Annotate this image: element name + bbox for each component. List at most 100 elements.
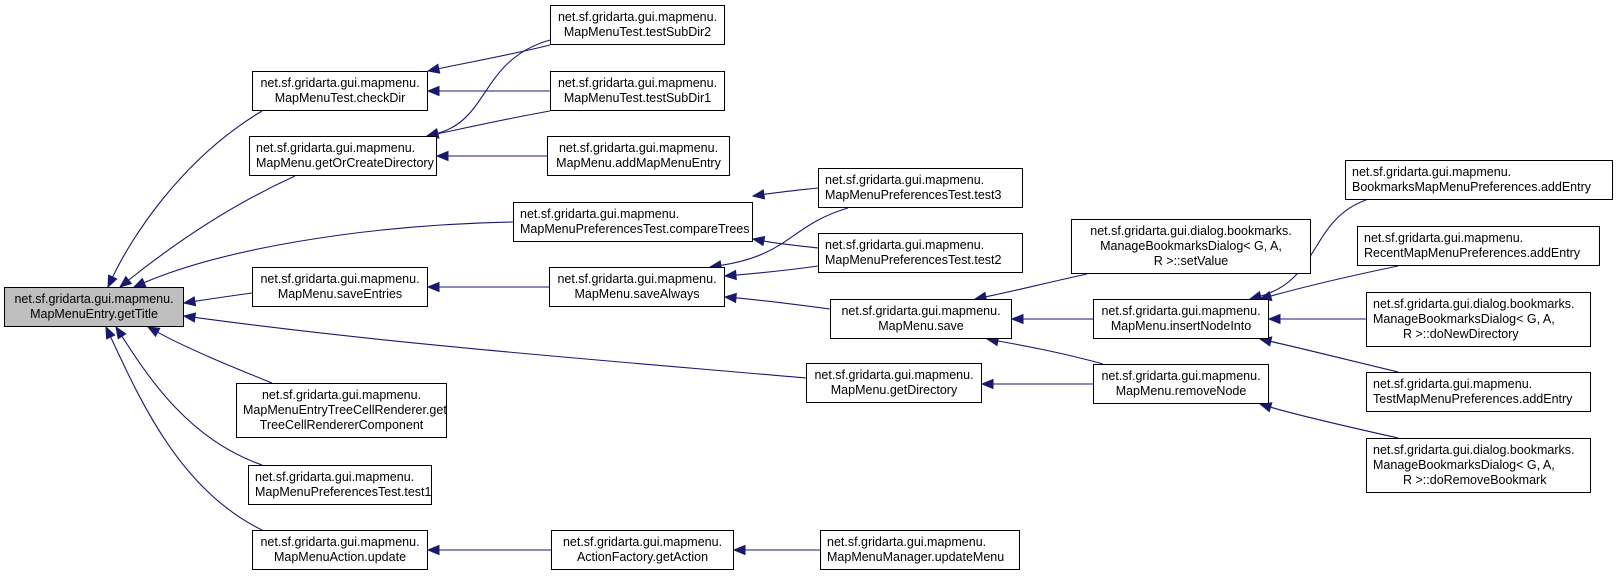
arrowhead-icon: [115, 325, 127, 340]
node-check-dir[interactable]: net.sf.gridarta.gui.mapmenu.MapMenuTest.…: [252, 71, 428, 111]
arrowhead-icon: [107, 274, 118, 289]
node-get-directory[interactable]: net.sf.gridarta.gui.mapmenu.MapMenu.getD…: [806, 363, 982, 403]
node-label-line: net.sf.gridarta.gui.mapmenu.: [260, 535, 420, 549]
arrowhead-icon: [723, 269, 737, 281]
node-label-line: net.sf.gridarta.gui.mapmenu.: [1101, 304, 1261, 318]
node-label-line: net.sf.gridarta.gui.mapmenu.: [562, 535, 723, 549]
edge-setValue-to-save: [984, 273, 1088, 298]
node-save-always[interactable]: net.sf.gridarta.gui.mapmenu.MapMenu.save…: [549, 267, 725, 307]
node-label-line: MapMenu.saveAlways: [574, 287, 700, 301]
edge-test3-to-saveAlways: [719, 207, 849, 267]
edge-getDirectory-to-getTitle: [193, 316, 807, 379]
node-label-line: MapMenuPreferencesTest.test3: [825, 188, 1002, 202]
node-label-line: MapMenu.insertNodeInto: [1110, 319, 1252, 333]
node-label-line: MapMenuAction.update: [273, 550, 407, 564]
node-recent-add-entry[interactable]: net.sf.gridarta.gui.mapmenu.RecentMapMen…: [1357, 226, 1600, 266]
node-label-line: TestMapMenuPreferences.addEntry: [1373, 392, 1573, 406]
node-label-line: net.sf.gridarta.gui.mapmenu.: [520, 207, 680, 221]
edge-test1-to-getTitle: [120, 335, 263, 466]
node-action-update[interactable]: net.sf.gridarta.gui.mapmenu.MapMenuActio…: [252, 530, 428, 570]
node-do-remove-bookmark[interactable]: net.sf.gridarta.gui.dialog.bookmarks.Man…: [1366, 438, 1591, 493]
node-label-line: net.sf.gridarta.gui.mapmenu.: [827, 535, 987, 549]
node-label-line: net.sf.gridarta.gui.dialog.bookmarks.: [1090, 224, 1292, 238]
edge-recentAddEntry-to-insertNodeInto: [1269, 265, 1399, 297]
node-label-line: net.sf.gridarta.gui.mapmenu.: [558, 141, 719, 155]
node-label-line: BookmarksMapMenuPreferences.addEntry: [1352, 180, 1592, 194]
node-label-line: net.sf.gridarta.gui.mapmenu.: [557, 272, 717, 286]
node-test2[interactable]: net.sf.gridarta.gui.mapmenu.MapMenuPrefe…: [818, 233, 1023, 273]
node-label-line: ManageBookmarksDialog< G, A,: [1100, 239, 1282, 253]
node-label-line: net.sf.gridarta.gui.dialog.bookmarks.: [1373, 297, 1575, 311]
node-label-line: MapMenu.addMapMenuEntry: [556, 156, 721, 170]
node-label-line: ManageBookmarksDialog< G, A,: [1373, 312, 1555, 326]
node-label-line: net.sf.gridarta.gui.mapmenu.: [841, 304, 1001, 318]
node-save-entries[interactable]: net.sf.gridarta.gui.mapmenu.MapMenu.save…: [252, 267, 428, 307]
node-get-or-create-directory[interactable]: net.sf.gridarta.gui.mapmenu.MapMenu.getO…: [249, 136, 437, 176]
node-test-sub-dir2[interactable]: net.sf.gridarta.gui.mapmenu.MapMenuTest.…: [550, 5, 725, 45]
arrowhead-icon: [426, 281, 440, 293]
node-label-line: MapMenu.saveEntries: [277, 287, 403, 301]
edge-testSubDir1-to-getOrCreateDirectory: [436, 110, 551, 135]
node-get-action[interactable]: net.sf.gridarta.gui.mapmenu.ActionFactor…: [551, 530, 734, 570]
node-insert-node-into[interactable]: net.sf.gridarta.gui.mapmenu.MapMenu.inse…: [1093, 299, 1269, 339]
edge-removeNode-to-save: [996, 340, 1104, 365]
node-label-line: MapMenuPreferencesTest.compareTrees: [520, 222, 750, 236]
node-label-line: net.sf.gridarta.gui.dialog.bookmarks.: [1373, 443, 1575, 457]
edge-test3-to-compareTrees: [762, 187, 819, 196]
node-label-line: MapMenuManager.updateMenu: [827, 550, 1005, 564]
node-remove-node[interactable]: net.sf.gridarta.gui.mapmenu.MapMenu.remo…: [1093, 364, 1269, 404]
node-get-title[interactable]: net.sf.gridarta.gui.mapmenu.MapMenuEntry…: [4, 287, 184, 327]
node-save[interactable]: net.sf.gridarta.gui.mapmenu.MapMenu.save: [830, 299, 1012, 339]
node-label-line: ManageBookmarksDialog< G, A,: [1373, 458, 1555, 472]
node-bookmarks-add-entry[interactable]: net.sf.gridarta.gui.mapmenu.BookmarksMap…: [1345, 160, 1613, 200]
node-label-line: R >::doRemoveBookmark: [1403, 473, 1547, 487]
edge-testSubDir2-to-checkDir: [437, 44, 551, 70]
edge-save-to-saveAlways: [734, 297, 831, 310]
arrowhead-icon: [426, 544, 440, 556]
arrowhead-icon: [426, 85, 440, 97]
arrowhead-icon: [732, 544, 746, 556]
node-label-line: MapMenu.getDirectory: [830, 383, 958, 397]
node-label-line: net.sf.gridarta.gui.mapmenu.: [1352, 165, 1512, 179]
node-label-line: MapMenu.removeNode: [1115, 384, 1247, 398]
arrowhead-icon: [182, 312, 197, 323]
node-label-line: ActionFactory.getAction: [576, 550, 709, 564]
node-test-sub-dir1[interactable]: net.sf.gridarta.gui.mapmenu.MapMenuTest.…: [550, 71, 725, 111]
edge-checkDir-to-getTitle: [111, 110, 263, 279]
node-label-line: MapMenuPreferencesTest.test1: [255, 485, 432, 499]
node-label-line: MapMenu.getOrCreateDirectory: [256, 156, 434, 170]
arrowhead-icon: [723, 292, 737, 304]
node-do-new-directory[interactable]: net.sf.gridarta.gui.dialog.bookmarks.Man…: [1366, 292, 1591, 347]
arrowhead-icon: [751, 189, 766, 200]
node-label-line: net.sf.gridarta.gui.mapmenu.: [1373, 377, 1533, 391]
node-compare-trees[interactable]: net.sf.gridarta.gui.mapmenu.MapMenuPrefe…: [513, 202, 753, 242]
arrowhead-icon: [1267, 313, 1281, 325]
edge-testAddEntry-to-insertNodeInto: [1269, 340, 1399, 373]
node-label-line: net.sf.gridarta.gui.mapmenu.: [260, 76, 420, 90]
edge-testSubDir2-to-getOrCreateDirectory: [436, 39, 551, 135]
node-update-menu[interactable]: net.sf.gridarta.gui.mapmenu.MapMenuManag…: [820, 530, 1020, 570]
arrowhead-icon: [1258, 402, 1273, 413]
node-label-line: net.sf.gridarta.gui.mapmenu.: [814, 368, 974, 382]
edge-treeCellRenderer-to-getTitle: [156, 331, 273, 384]
node-label-line: MapMenuTest.testSubDir2: [563, 25, 712, 39]
node-label-line: net.sf.gridarta.gui.mapmenu.: [256, 141, 416, 155]
node-test1[interactable]: net.sf.gridarta.gui.mapmenu.MapMenuPrefe…: [248, 465, 432, 505]
node-test3[interactable]: net.sf.gridarta.gui.mapmenu.MapMenuPrefe…: [818, 168, 1023, 208]
edge-saveEntries-to-getTitle: [193, 292, 253, 303]
arrowhead-icon: [751, 235, 766, 247]
edges-layer: [105, 39, 1399, 556]
arrowhead-icon: [132, 277, 147, 288]
edge-actionUpdate-to-getTitle: [109, 335, 263, 531]
arrowhead-icon: [435, 150, 449, 162]
node-add-map-menu-entry[interactable]: net.sf.gridarta.gui.mapmenu.MapMenu.addM…: [547, 136, 730, 176]
node-label-line: net.sf.gridarta.gui.mapmenu.: [557, 76, 718, 90]
node-tree-cell-renderer[interactable]: net.sf.gridarta.gui.mapmenu.MapMenuEntry…: [236, 383, 447, 438]
arrowhead-icon: [1010, 313, 1024, 325]
arrowhead-icon: [980, 378, 994, 390]
node-set-value[interactable]: net.sf.gridarta.gui.dialog.bookmarks.Man…: [1071, 219, 1311, 274]
node-label-line: MapMenu.save: [878, 319, 964, 333]
node-test-add-entry[interactable]: net.sf.gridarta.gui.mapmenu.TestMapMenuP…: [1366, 372, 1591, 412]
node-label-line: R >::doNewDirectory: [1403, 327, 1519, 341]
